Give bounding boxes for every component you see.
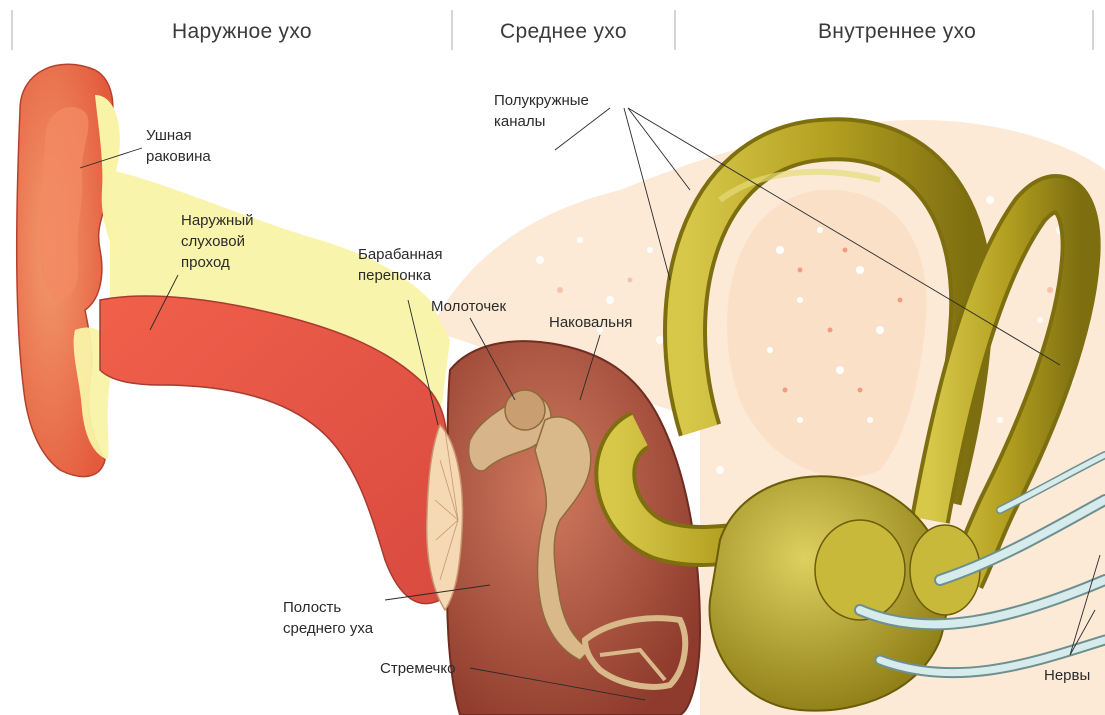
label-ear-canal: Наружный слуховой проход — [181, 210, 254, 273]
section-inner-ear: Внутреннее ухо — [818, 20, 976, 44]
label-semicircular-canals: Полукружные каналы — [494, 90, 589, 132]
label-pinna: Ушная раковина — [146, 125, 211, 167]
label-nerves: Нервы — [1044, 665, 1090, 686]
section-outer-ear: Наружное ухо — [172, 20, 312, 44]
label-stapes: Стремечко — [380, 658, 455, 679]
section-middle-ear: Среднее ухо — [500, 20, 627, 44]
label-incus: Наковальня — [549, 312, 632, 333]
label-eardrum: Барабанная перепонка — [358, 244, 443, 286]
label-malleus: Молоточек — [431, 296, 506, 317]
pinna-shape — [17, 64, 120, 476]
label-middle-ear-cavity: Полость среднего уха — [283, 597, 373, 639]
